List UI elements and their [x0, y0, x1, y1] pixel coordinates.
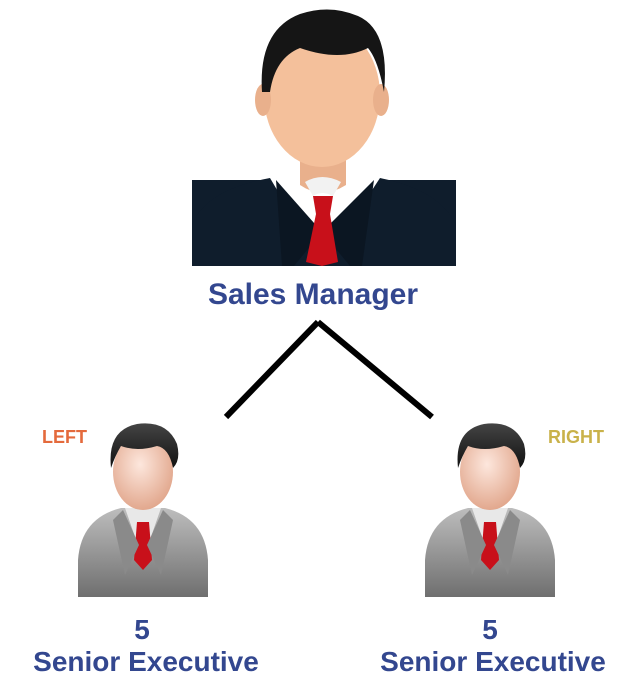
senior-executive-icon-right [425, 423, 555, 597]
left-role: Senior Executive [33, 646, 259, 677]
left-tag: LEFT [42, 427, 87, 447]
right-tag: RIGHT [548, 427, 604, 447]
manager-title: Sales Manager [207, 278, 419, 311]
right-count: 5 [482, 614, 498, 645]
left-count: 5 [134, 614, 150, 645]
senior-executive-icon-left [78, 423, 208, 597]
org-connector [223, 319, 434, 420]
manager-avatar-icon [192, 9, 456, 266]
right-role: Senior Executive [380, 646, 606, 677]
